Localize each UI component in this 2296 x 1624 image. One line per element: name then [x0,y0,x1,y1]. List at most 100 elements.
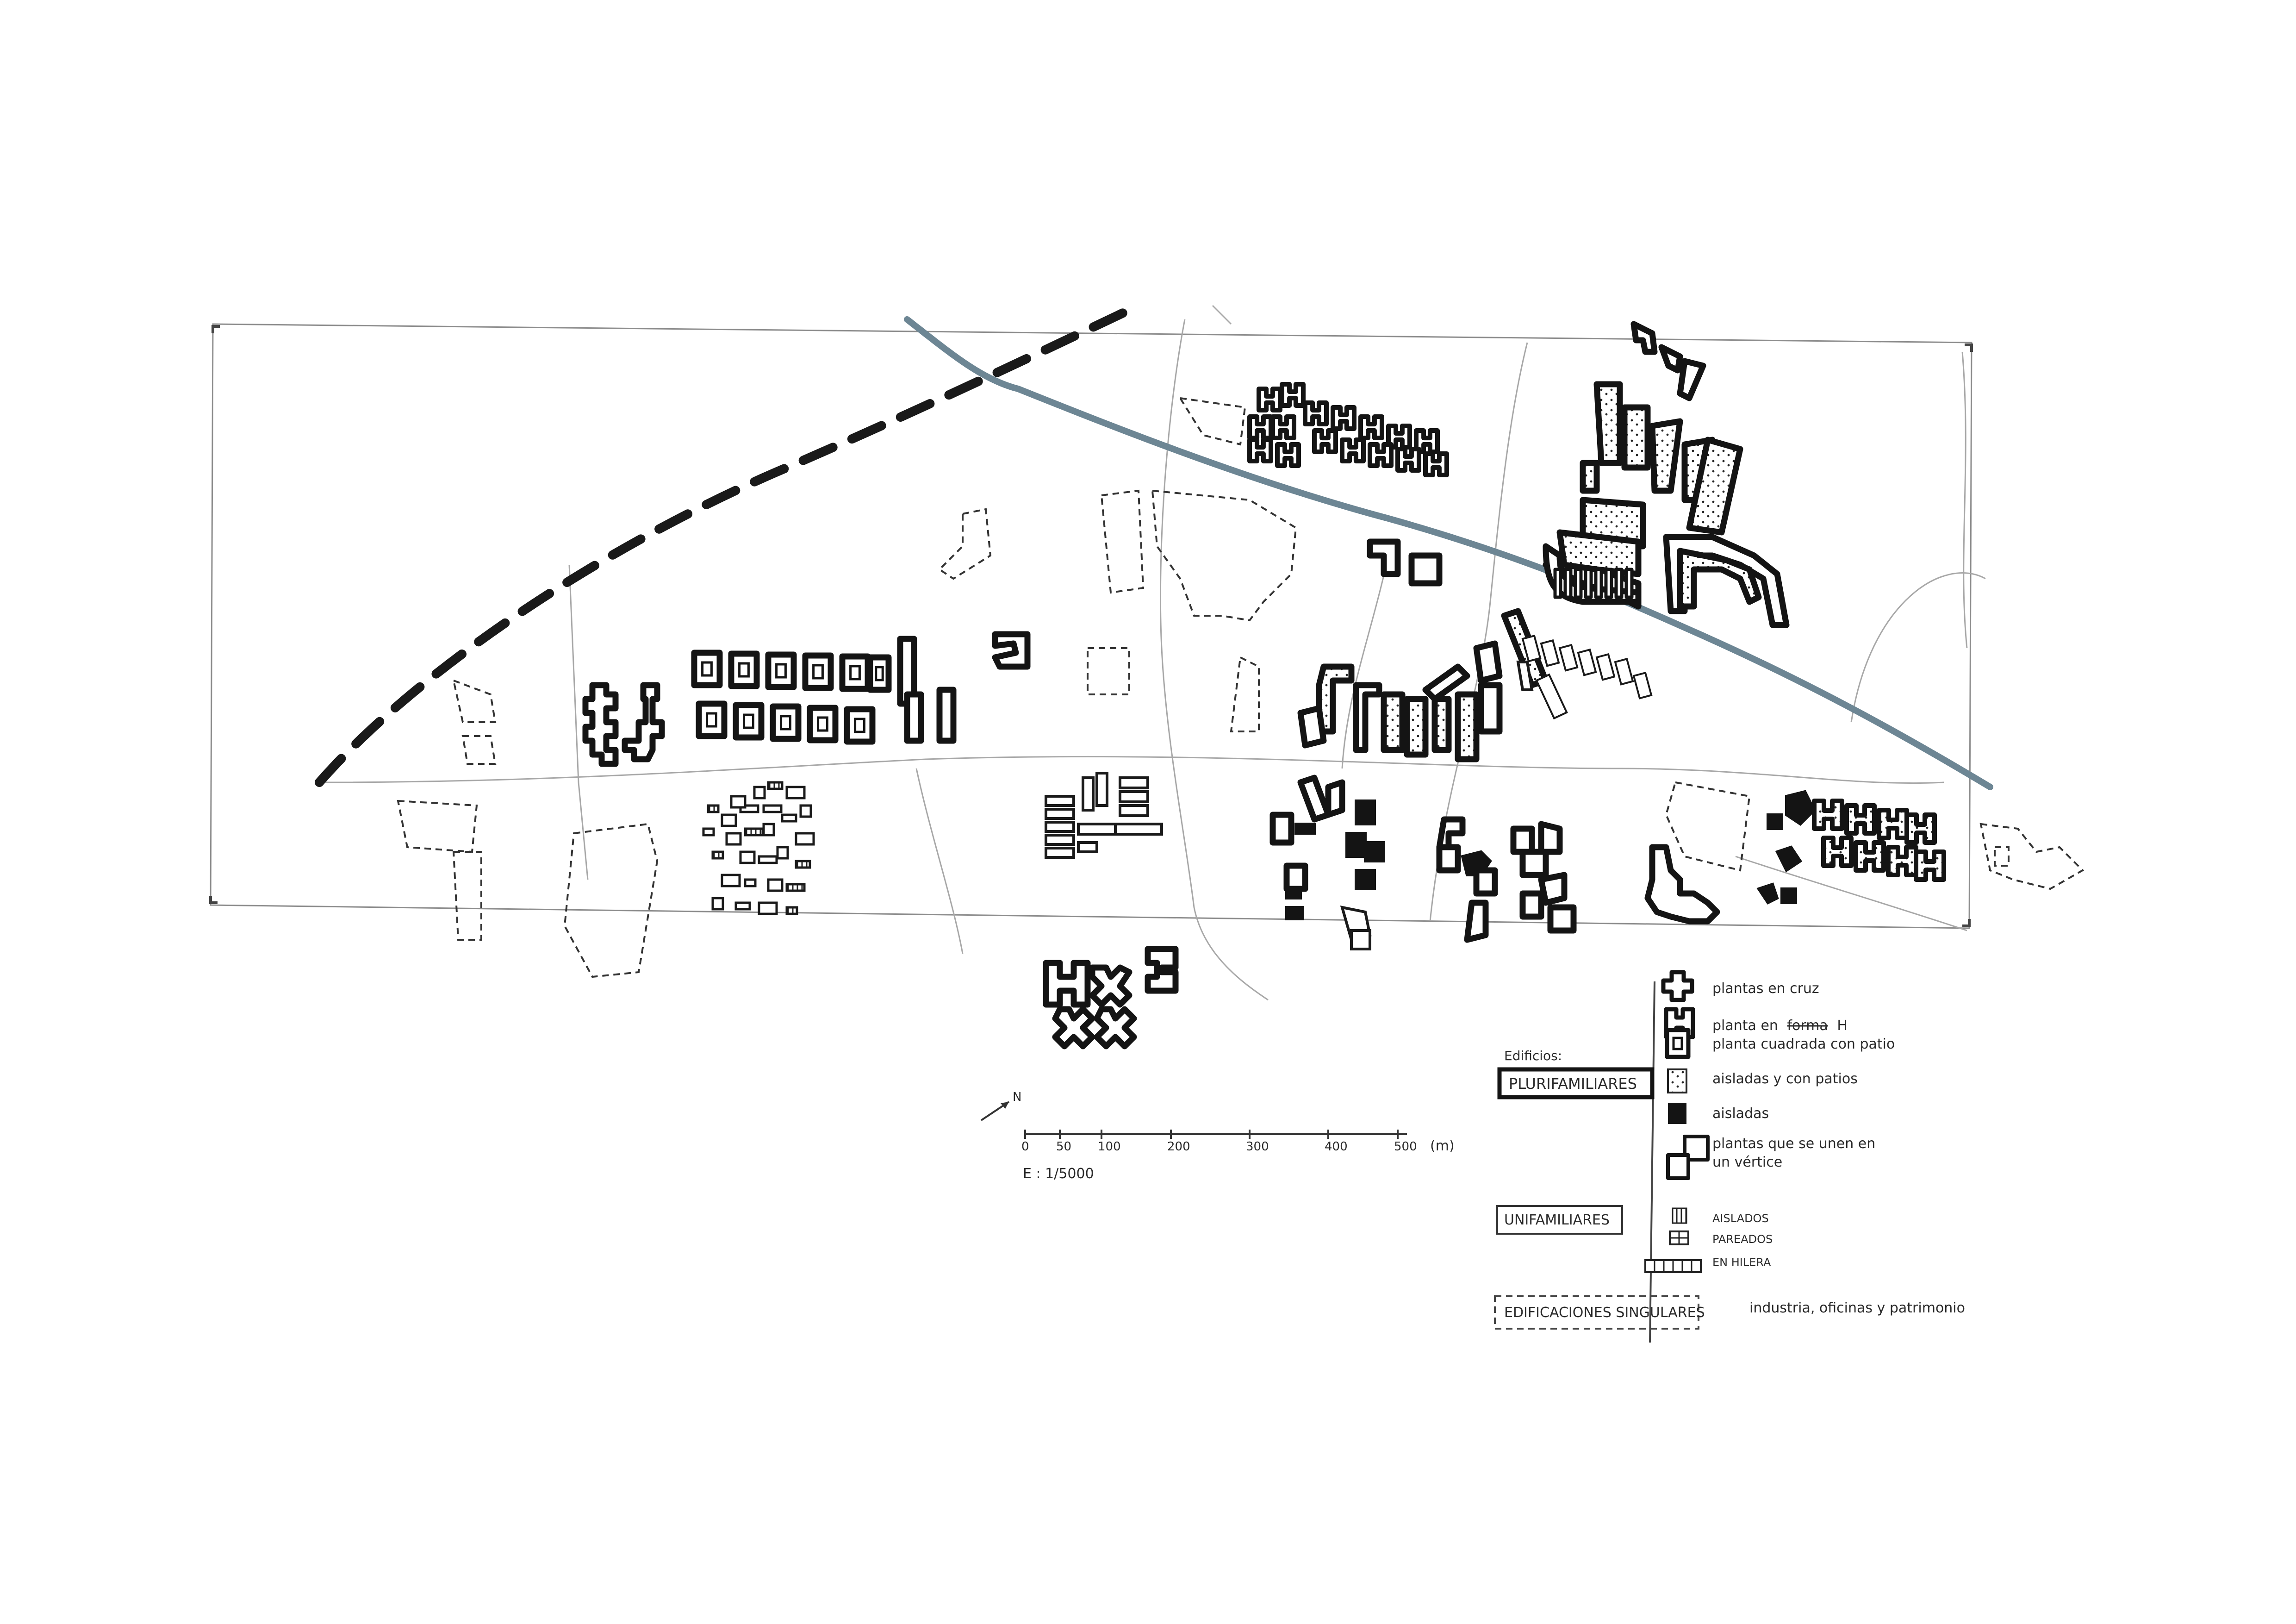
detached-house-icon [1672,1207,1687,1224]
legend-item-isolated: aisladas [1712,1106,1769,1122]
h-block [1358,414,1384,440]
h-block [1247,414,1273,440]
singulares-label: EDIFICACIONES SINGULARES [1504,1305,1705,1321]
scale-tick-label: 100 [1098,1140,1121,1154]
north-label: N [1013,1090,1021,1104]
h-plan-blocks-north [1247,382,1449,477]
plurifamiliares-box [1497,1067,1655,1099]
singulares-box [1494,1295,1699,1330]
h-block [1312,428,1338,454]
house [781,813,797,823]
courtyard-block [733,702,765,741]
detached-houses-cluster [702,781,815,915]
house [758,855,778,864]
singular-buildings [397,397,2084,978]
row-houses-cluster [1045,772,1163,859]
h-block [1886,845,1918,877]
h-block [1247,437,1273,463]
comb-tooth [1594,568,1603,599]
h-block [1812,799,1844,831]
scale-ratio: E : 1/5000 [1023,1166,1094,1182]
h-block [1257,387,1282,412]
house [785,883,806,892]
scale-tick-label: 400 [1325,1140,1348,1154]
h-block [1395,447,1421,473]
house [785,906,798,915]
isolated-courtyard-blocks-ne [1543,321,1790,628]
river-line [904,316,1993,790]
house [725,832,742,846]
comb-tooth [1604,568,1613,599]
paired-house [1595,653,1616,681]
h-block [1331,405,1356,431]
paired-house [1535,673,1568,720]
house [711,850,724,860]
paired-house [1632,671,1653,700]
courtyard-block [867,654,892,693]
h-block [1303,400,1329,426]
h-block [1270,414,1296,440]
plurifamiliares-label: PLURIFAMILIARES [1509,1075,1637,1093]
scale-tick-label: 500 [1394,1140,1417,1154]
paired-house [1558,643,1579,672]
courtyard-blocks-row [691,631,1031,745]
legend-item-row: EN HILERA [1712,1256,1771,1269]
paired-house [1540,639,1560,667]
courtyard-block [807,705,839,743]
cross-plan-icon [1661,970,1694,1002]
house [739,850,756,864]
legend-item-square-courtyard: planta cuadrada con patio [1712,1036,1895,1052]
north-arrow: N [980,1090,1021,1121]
comb-tooth [1584,568,1593,599]
unifamiliares-box [1496,1205,1623,1235]
semidetached-house-icon [1669,1230,1689,1245]
courtyard-block [765,651,797,690]
isolated-solid-icon [1668,1103,1686,1124]
h-block [1844,803,1877,836]
house [758,901,778,915]
comb-tooth [1553,568,1562,599]
house [721,813,737,827]
map-frame [209,323,1973,929]
railway-line [315,301,1143,787]
house [702,827,715,837]
house [767,878,784,892]
paired-house [1614,657,1634,686]
house [711,897,724,911]
scale-tick-label: 0 [1021,1140,1029,1154]
h-block [1821,836,1854,868]
h-block [1904,812,1937,845]
legend-heading: Edificios: [1504,1048,1562,1063]
house [776,846,789,860]
courtyard-block [770,703,802,742]
singulares-description: industria, oficinas y patrimonio [1749,1300,1965,1316]
scale-tick-label: 200 [1167,1140,1190,1154]
h-block [1423,451,1449,477]
legend-item-vertex-line2: un vértice [1712,1154,1782,1170]
h-block [1368,442,1394,468]
legend-item-cross: plantas en cruz [1712,981,1819,997]
comb-tooth [1574,568,1583,599]
scale-tick-label: 300 [1246,1140,1269,1154]
legend-item-isolated-courtyard: aisladas y con patios [1712,1071,1858,1087]
courtyard-block [728,650,760,689]
isolated-courtyard-icon [1667,1068,1687,1093]
h-block [1275,442,1301,468]
scale-unit: (m) [1430,1138,1455,1154]
house [730,795,747,809]
paired-house [1577,648,1597,676]
h-block [1340,437,1366,463]
unifamiliares-label: UNIFAMILIARES [1504,1212,1610,1228]
street-network [324,305,1986,1001]
house [762,823,775,837]
house [721,874,741,887]
cross-plan-blocks-west [582,682,665,767]
courtyard-block [691,650,723,688]
house [744,878,757,887]
vertex-joined-icon [1666,1135,1710,1180]
courtyard-blocks-central [1297,538,1549,762]
square-courtyard-icon [1665,1028,1691,1059]
row-house-icon [1644,1259,1702,1273]
